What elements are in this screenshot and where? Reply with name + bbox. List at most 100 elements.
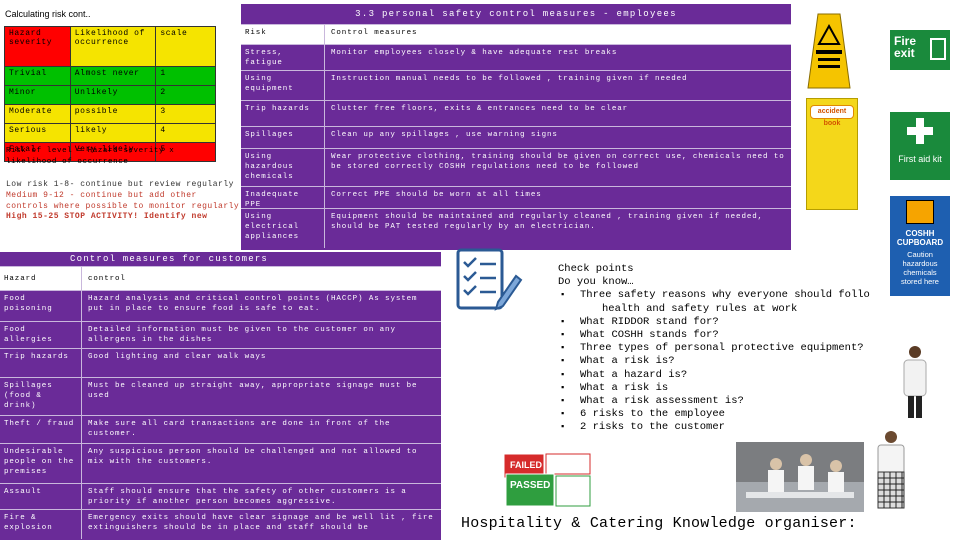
risk-matrix-row: Serious likely 4 [4, 123, 216, 143]
severity-cell: Serious [4, 123, 71, 143]
pat-failed-label: FAILED [510, 460, 543, 470]
wet-floor-sign-image [806, 10, 852, 90]
first-aid-sign: First aid kit [890, 112, 950, 180]
risk-calc-title: Calculating risk cont.. [5, 9, 91, 19]
check-question: 6 risks to the employee [558, 408, 888, 421]
employee-risk-row: Using electrical appliances Equipment sh… [241, 208, 791, 248]
chef-figure-image [900, 344, 930, 420]
hazard-measure: Staff should ensure that the safety of o… [88, 488, 407, 506]
check-question: What RIDDOR stand for? [558, 316, 888, 329]
header-control: control [88, 275, 126, 283]
coshh-title: COSHH CUPBOARD [896, 229, 944, 247]
risk-level-low: Low risk 1-8- continue but review regula… [6, 180, 234, 189]
employee-table-header: Risk Control measures [241, 24, 791, 44]
check-points-title: Check points [558, 263, 634, 275]
risk-measure: Correct PPE should be worn at all times [331, 191, 542, 199]
customer-measures-panel: Control measures for customers Hazard co… [0, 252, 441, 540]
likelihood-cell: Unlikely [69, 85, 157, 105]
check-question: What a risk is? [558, 355, 888, 368]
hazard-name: Assault [0, 484, 82, 509]
checklist-icon [452, 244, 524, 316]
risk-formula-line1: Risk of level = Hazard severity x [6, 147, 175, 155]
fire-exit-word2: exit [894, 46, 915, 60]
employee-measures-title: 3.3 personal safety control measures - e… [355, 9, 677, 19]
employee-risk-row: Spillages Clean up any spillages , use w… [241, 126, 791, 148]
risk-name: Spillages [241, 127, 325, 148]
check-question: What a risk is [558, 382, 888, 395]
severity-cell: Fatal [4, 142, 71, 162]
hazard-name: Trip hazards [0, 349, 82, 377]
employee-measures-panel: 3.3 personal safety control measures - e… [241, 4, 791, 250]
employee-risk-row: Stress, fatigue Monitor employees closel… [241, 44, 791, 70]
customer-hazard-row: Trip hazards Good lighting and clear wal… [0, 348, 441, 377]
kitchen-photo-image [736, 442, 864, 512]
check-question: Three safety reasons why everyone should… [558, 289, 888, 302]
customer-hazard-row: Fire & explosion Emergency exits should … [0, 509, 441, 539]
risk-level-medium: Medium 9-12 - continue but add other con… [6, 190, 240, 211]
header-hazard-severity: Hazard severity [4, 26, 71, 67]
header-control-measures: Control measures [331, 29, 418, 37]
customer-hazard-row: Undesirable people on the premises Any s… [0, 443, 441, 483]
running-man-icon [930, 38, 946, 60]
scale-cell: 3 [155, 104, 216, 124]
risk-matrix-row: Moderate possible 3 [4, 104, 216, 124]
hazard-measure: Must be cleaned up straight away, approp… [88, 382, 418, 400]
risk-name: Using electrical appliances [241, 209, 325, 248]
hazard-measure: Detailed information must be given to th… [88, 326, 396, 344]
customer-hazard-row: Spillages (food & drink) Must be cleaned… [0, 377, 441, 415]
check-question: What COSHH stands for? [558, 329, 888, 342]
scale-cell: 2 [155, 85, 216, 105]
risk-matrix-row: Minor Unlikely 2 [4, 85, 216, 105]
accident-book-label: accident book [810, 105, 854, 127]
employee-risk-row: Using hazardous chemicals Wear protectiv… [241, 148, 791, 186]
risk-name: Stress, fatigue [241, 45, 325, 70]
risk-name: Using equipment [241, 71, 325, 100]
check-question-continued: health and safety rules at work [602, 302, 798, 315]
coshh-cupboard-sign: COSHH CUPBOARD Caution hazardous chemica… [890, 196, 950, 296]
hazard-name: Food poisoning [0, 291, 82, 321]
customer-hazard-row: Food allergies Detailed information must… [0, 321, 441, 348]
hazard-measure: Any suspicious person should be challeng… [88, 448, 418, 466]
check-question: What a hazard is? [558, 369, 888, 382]
check-question: 2 risks to the customer [558, 421, 888, 434]
check-question: Three types of personal protective equip… [558, 342, 888, 355]
employee-risk-row: Using equipment Instruction manual needs… [241, 70, 791, 100]
hazard-measure: Emergency exits should have clear signag… [88, 514, 434, 532]
severity-cell: Trivial [4, 66, 71, 86]
likelihood-cell: Very likely [69, 142, 157, 162]
customer-hazard-row: Food poisoning Hazard analysis and criti… [0, 290, 441, 321]
customer-measures-title: Control measures for customers [0, 252, 441, 266]
likelihood-cell: Almost never [69, 66, 157, 86]
fire-exit-sign: Fire exit [890, 30, 950, 70]
risk-measure: Instruction manual needs to be followed … [331, 75, 688, 83]
employee-risk-row: Inadequate PPE Correct PPE should be wor… [241, 186, 791, 209]
hazard-measure: Hazard analysis and critical control poi… [88, 295, 418, 313]
severity-cell: Minor [4, 85, 71, 105]
hazard-symbol-icon [906, 200, 934, 224]
check-question: What a risk assessment is? [558, 395, 888, 408]
scale-cell: 4 [155, 123, 216, 143]
accident-book-image: accident book [806, 98, 858, 210]
risk-matrix-table: Hazard severity Likelihood of occurrence… [4, 26, 216, 162]
risk-measure: Equipment should be maintained and regul… [331, 213, 764, 231]
customer-table-header: Hazard control [0, 266, 441, 290]
risk-name: Inadequate PPE [241, 187, 325, 209]
risk-matrix-header-row: Hazard severity Likelihood of occurrence… [4, 26, 216, 67]
customer-hazard-row: Assault Staff should ensure that the saf… [0, 483, 441, 509]
header-likelihood: Likelihood of occurrence [69, 26, 157, 67]
risk-name: Trip hazards [241, 101, 325, 126]
risk-formula-line2: likelihood of occurrence [6, 158, 129, 166]
first-aid-label: First aid kit [898, 154, 942, 164]
header-risk: Risk [241, 25, 325, 44]
check-points-intro: Do you know… [558, 276, 634, 289]
hazard-measure: Make sure all card transactions are done… [88, 420, 391, 438]
risk-measure: Wear protective clothing, training shoul… [331, 153, 785, 171]
employee-risk-row: Trip hazards Clutter free floors, exits … [241, 100, 791, 126]
hazard-name: Fire & explosion [0, 510, 82, 539]
hazard-name: Food allergies [0, 322, 82, 348]
hazard-name: Spillages (food & drink) [0, 378, 82, 415]
chef-figure-image [870, 428, 912, 512]
hazard-name: Theft / fraud [0, 416, 82, 443]
severity-cell: Moderate [4, 104, 71, 124]
likelihood-cell: possible [69, 104, 157, 124]
